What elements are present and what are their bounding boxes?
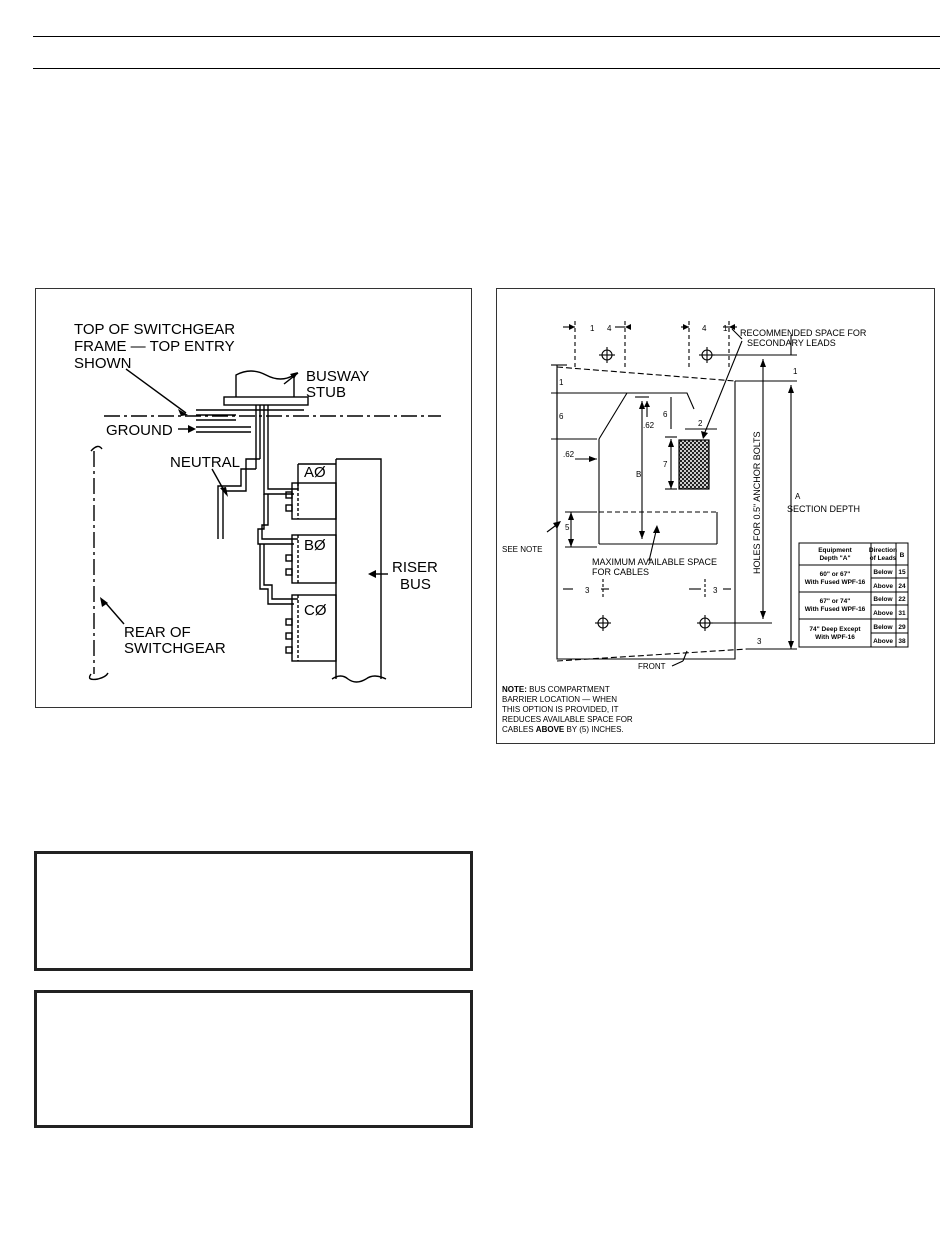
- dim-3-left: 3: [585, 586, 590, 595]
- label-recommended-line1: RECOMMENDED SPACE FOR: [740, 328, 867, 338]
- secondary-leads-area: [678, 439, 710, 490]
- table-header-direction-2: of Leads: [870, 555, 897, 562]
- label-recommended-line2: SECONDARY LEADS: [747, 338, 836, 348]
- section-outline: [556, 369, 736, 660]
- table-header-direction-1: Direction: [869, 547, 897, 554]
- riser-bus: [336, 458, 382, 679]
- label-front: FRONT: [638, 662, 666, 671]
- label-rear-line1: REAR OF: [124, 624, 191, 641]
- table-row3-above-val: 38: [898, 638, 906, 645]
- table-row1-below: Below: [873, 569, 893, 576]
- dim-3-bottom: 3: [757, 637, 762, 646]
- dim-4-left: 4: [607, 324, 612, 333]
- label-phase-b: BØ: [304, 537, 326, 554]
- table-row3-above: Above: [873, 638, 893, 645]
- header-rule-top: [33, 36, 940, 37]
- dim-1-right: 1: [793, 367, 798, 376]
- label-holes: HOLES FOR 0.5" ANCHOR BOLTS: [752, 431, 762, 574]
- table-row2-depth-1: 67" or 74": [820, 598, 851, 605]
- dim-7: 7: [663, 460, 668, 469]
- empty-box-upper: [34, 851, 473, 971]
- dim-62-inner: .62: [643, 421, 655, 430]
- note-line4: REDUCES AVAILABLE SPACE FOR: [502, 715, 633, 724]
- dim-6-inner: 6: [663, 410, 668, 419]
- label-max-line2: FOR CABLES: [592, 567, 649, 577]
- label-top-line3: SHOWN: [74, 355, 132, 372]
- table-row3-below-val: 29: [898, 624, 906, 631]
- label-ground: GROUND: [106, 422, 173, 439]
- table-row1-above-val: 24: [898, 583, 906, 590]
- dim-1-top-left: 1: [590, 324, 595, 333]
- table-row1-below-val: 15: [898, 569, 906, 576]
- table-row2-below-val: 22: [898, 596, 906, 603]
- label-busway-line1: BUSWAY: [306, 368, 369, 385]
- table-row2-below: Below: [873, 596, 893, 603]
- table-row3-below: Below: [873, 624, 893, 631]
- dim-1-top-right: 1: [723, 324, 728, 333]
- table-header-depth-1: Equipment: [818, 547, 852, 554]
- note-line3: THIS OPTION IS PROVIDED, IT: [502, 705, 619, 714]
- busway-flange: [223, 396, 309, 406]
- table-header-depth-2: Depth "A": [819, 555, 850, 562]
- label-section-depth: SECTION DEPTH: [787, 504, 860, 514]
- table-row1-above: Above: [873, 583, 893, 590]
- label-phase-a: AØ: [304, 464, 326, 481]
- floor-plan-figure: 1 4 4 1 1 6 .62 6 2 .62 7 B 5 3 3 3 1 A …: [496, 288, 935, 744]
- floor-plan-diagram: 1 4 4 1 1 6 .62 6 2 .62 7 B 5 3 3 3 1 A …: [502, 321, 909, 734]
- note-line5: CABLES ABOVE BY (5) INCHES.: [502, 725, 624, 734]
- dim-62-left: .62: [563, 450, 575, 459]
- note-line1: NOTE: BUS COMPARTMENT: [502, 685, 610, 694]
- dim-3-right: 3: [713, 586, 718, 595]
- phase-c-clamp: [291, 594, 337, 662]
- label-neutral: NEUTRAL: [170, 454, 240, 471]
- table-row3-depth-1: 74" Deep Except: [809, 626, 861, 633]
- dim-2: 2: [698, 419, 703, 428]
- table-row3-depth-2: With WPF-16: [815, 634, 855, 641]
- label-max-line1: MAXIMUM AVAILABLE SPACE: [592, 557, 717, 567]
- top-entry-busway-figure: TOP OF SWITCHGEAR FRAME — TOP ENTRY SHOW…: [35, 288, 472, 708]
- busway-stub-body: [235, 370, 295, 397]
- table-header-b: B: [900, 552, 905, 559]
- busway-diagram: TOP OF SWITCHGEAR FRAME — TOP ENTRY SHOW…: [74, 321, 441, 683]
- label-riser-line2: BUS: [400, 576, 431, 593]
- dim-b: B: [636, 470, 641, 479]
- label-rear-line2: SWITCHGEAR: [124, 640, 226, 657]
- dim-1-left: 1: [559, 378, 564, 387]
- dim-6-left: 6: [559, 412, 564, 421]
- dim-4-right: 4: [702, 324, 707, 333]
- table-row1-depth-1: 60" or 67": [820, 571, 851, 578]
- dim-5: 5: [565, 523, 570, 532]
- label-riser-line1: RISER: [392, 559, 438, 576]
- table-row1-depth-2: With Fused WPF-16: [805, 579, 866, 586]
- depth-table: Equipment Depth "A" Direction of Leads B…: [798, 542, 909, 648]
- label-top-line2: FRAME — TOP ENTRY: [74, 338, 235, 355]
- label-busway-line2: STUB: [306, 384, 346, 401]
- note-line2: BARRIER LOCATION — WHEN: [502, 695, 617, 704]
- header-rule-bottom: [33, 68, 940, 69]
- arrow-top-frame: [178, 409, 188, 416]
- empty-box-lower: [34, 990, 473, 1128]
- label-top-line1: TOP OF SWITCHGEAR: [74, 321, 235, 338]
- cable-space-top: [598, 392, 695, 440]
- table-row2-above: Above: [873, 610, 893, 617]
- label-phase-c: CØ: [304, 602, 327, 619]
- table-row2-depth-2: With Fused WPF-16: [805, 606, 866, 613]
- table-row2-above-val: 31: [898, 610, 906, 617]
- dim-a: A: [795, 492, 801, 501]
- label-see-note: SEE NOTE: [502, 545, 542, 554]
